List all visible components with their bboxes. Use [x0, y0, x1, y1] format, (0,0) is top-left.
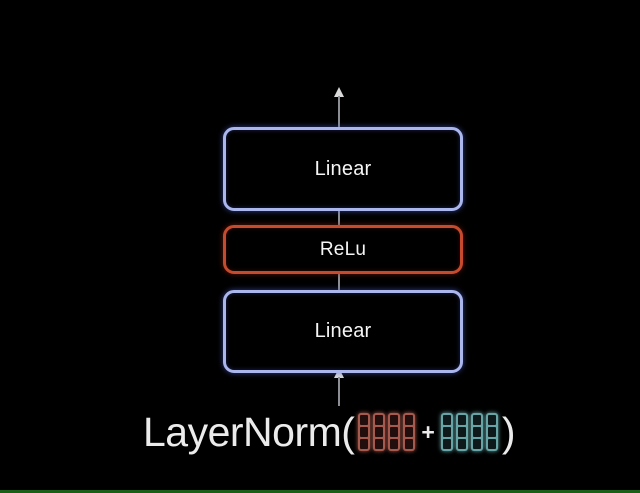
linear-top-box: Linear	[223, 127, 463, 211]
vector-cell	[487, 415, 496, 425]
vector-column	[358, 413, 371, 451]
teal-vector-group	[440, 413, 498, 451]
layernorm-formula: LayerNorm( + )	[9, 404, 640, 460]
red-vector-group	[358, 413, 416, 451]
linear-bottom-label: Linear	[314, 320, 372, 342]
vector-cell	[390, 439, 399, 449]
vector-cell	[375, 439, 384, 449]
vector-cell	[487, 439, 496, 449]
vector-cell	[390, 427, 399, 437]
input-arrow-shaft	[338, 377, 340, 406]
vector-cell	[375, 415, 384, 425]
vector-cell	[390, 415, 399, 425]
relu-box: ReLu	[223, 225, 463, 274]
vector-cell	[442, 439, 451, 449]
vector-cell	[442, 415, 451, 425]
vector-cell	[405, 415, 414, 425]
output-arrow-shaft	[338, 96, 340, 127]
connector-linear-relu	[338, 204, 340, 226]
vector-cell	[360, 439, 369, 449]
vector-cell	[457, 439, 466, 449]
vector-cell	[375, 427, 384, 437]
vector-cell	[457, 427, 466, 437]
formula-prefix: LayerNorm(	[142, 408, 355, 455]
vector-cell	[472, 415, 481, 425]
relu-label: ReLu	[319, 238, 367, 260]
vector-cell	[405, 427, 414, 437]
vector-column	[440, 413, 453, 451]
vector-cell	[405, 439, 414, 449]
vector-column	[388, 413, 401, 451]
formula-suffix: )	[501, 408, 516, 455]
connector-relu-linear	[338, 266, 340, 291]
vector-column	[485, 413, 498, 451]
vector-cell	[472, 427, 481, 437]
linear-bottom-box: Linear	[223, 290, 463, 373]
vector-cell	[472, 439, 481, 449]
vector-cell	[360, 415, 369, 425]
vector-cell	[360, 427, 369, 437]
vector-column	[373, 413, 386, 451]
linear-top-label: Linear	[314, 157, 372, 180]
video-progress-bar	[0, 490, 640, 493]
vector-cell	[442, 427, 451, 437]
input-arrowhead-icon	[334, 368, 344, 378]
vector-cell	[487, 427, 496, 437]
vector-cell	[457, 415, 466, 425]
vector-column	[470, 413, 483, 451]
vector-column	[403, 413, 416, 451]
vector-column	[455, 413, 468, 451]
plus-operator: +	[421, 418, 435, 445]
output-arrowhead-icon	[334, 87, 344, 97]
